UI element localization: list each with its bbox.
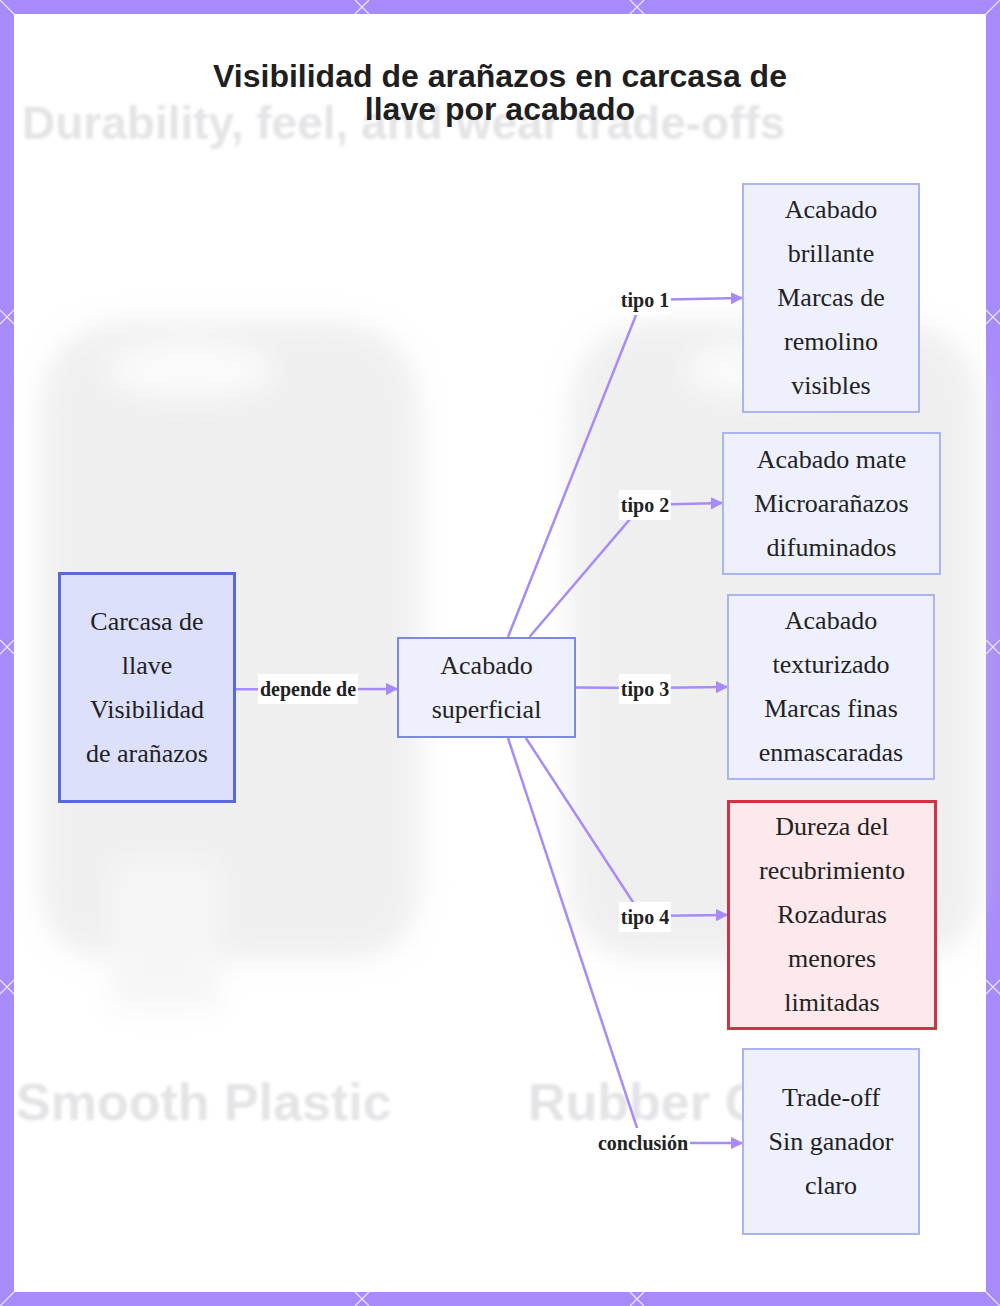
page-inner xyxy=(14,14,986,1292)
edge-label: tipo 4 xyxy=(619,902,671,932)
edge-label: depende de xyxy=(258,674,358,704)
edge-label: tipo 2 xyxy=(619,490,671,520)
connector-arrow xyxy=(508,298,742,637)
edge-label: tipo 1 xyxy=(619,285,671,315)
node-heading: Acabado brillante xyxy=(760,188,902,276)
edge-label: conclusión xyxy=(596,1128,690,1158)
finish-box: Acabado brillanteMarcas de remolino visi… xyxy=(742,183,920,413)
hub-box: Acabado superficial xyxy=(397,637,576,738)
node-heading: Acabado mate xyxy=(757,438,906,482)
node-heading: Dureza del recubrimiento xyxy=(746,805,918,893)
node-body: Rozaduras menores limitadas xyxy=(746,893,918,1025)
connector-arrow xyxy=(529,503,722,637)
highlight-box: Dureza del recubrimientoRozaduras menore… xyxy=(727,800,937,1030)
edge-label: tipo 3 xyxy=(619,674,671,704)
finish-box: Acabado texturizadoMarcas finas enmascar… xyxy=(727,594,935,780)
node-body: Marcas de remolino visibles xyxy=(760,276,902,408)
node-body: Marcas finas enmascaradas xyxy=(745,687,917,775)
node-heading: Trade-off xyxy=(782,1076,880,1120)
wash-overlay xyxy=(14,14,986,1292)
node-heading: Carcasa de llave xyxy=(77,600,217,688)
root-box: Carcasa de llaveVisibilidad de arañazos xyxy=(58,572,236,803)
node-body: Visibilidad de arañazos xyxy=(77,688,217,776)
watermark-caption: Smooth Plastic xyxy=(16,1072,392,1132)
node-body: Sin ganador claro xyxy=(760,1120,902,1208)
connector-arrow xyxy=(526,738,727,916)
conclusion-box: Trade-offSin ganador claro xyxy=(742,1048,920,1235)
finish-box: Acabado mateMicroarañazos difuminados xyxy=(722,432,941,575)
diagram-title: Visibilidad de arañazos en carcasa de ll… xyxy=(190,60,810,126)
node-body: Microarañazos difuminados xyxy=(740,482,923,570)
node-heading: Acabado superficial xyxy=(415,644,558,732)
node-heading: Acabado texturizado xyxy=(745,599,917,687)
